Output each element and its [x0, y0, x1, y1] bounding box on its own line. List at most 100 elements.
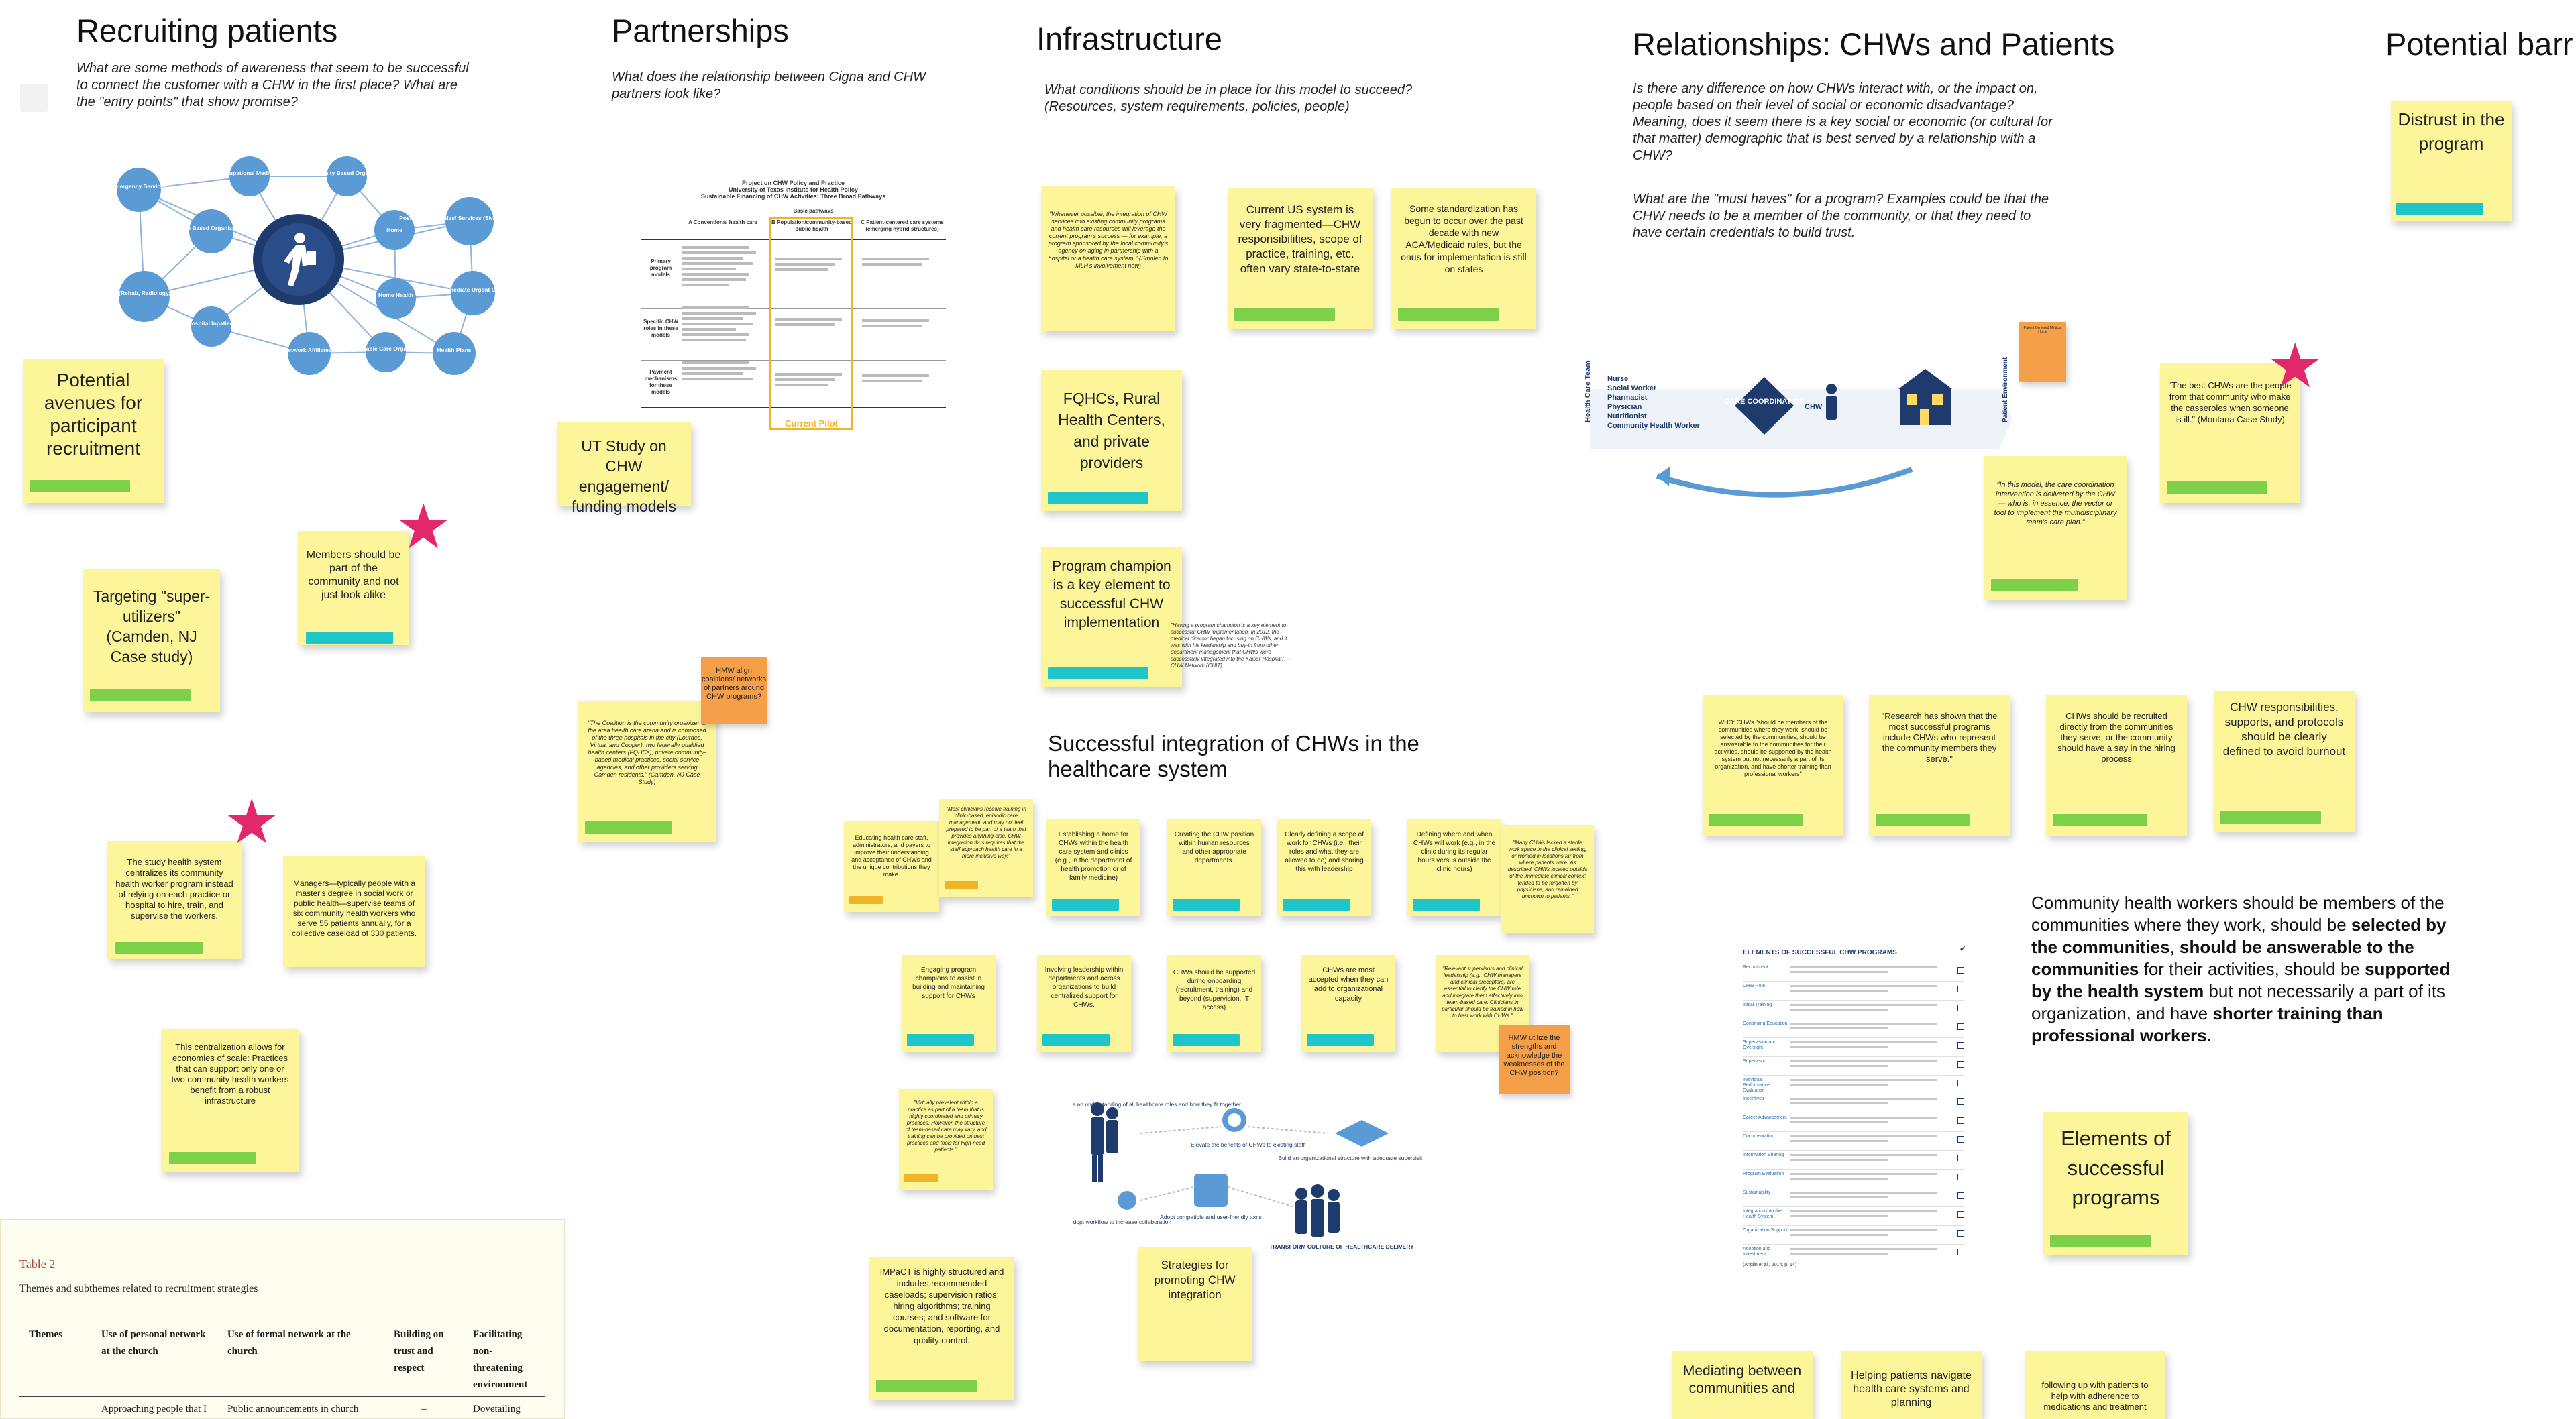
tag [2220, 811, 2321, 824]
sticky-note[interactable]: CHWs should be supported during onboardi… [1167, 955, 1261, 1052]
role-label: Social Worker [1607, 384, 1657, 392]
center-label: CARE COORDINATION [1724, 398, 1805, 406]
checkbox[interactable] [1957, 1042, 1964, 1049]
sticky-note[interactable]: IMPaCT is highly structured and includes… [869, 1257, 1014, 1400]
sticky-note[interactable]: Defining where and when CHWs will work (… [1407, 819, 1501, 916]
checkbox[interactable] [1957, 1211, 1964, 1218]
sticky-note[interactable]: CHWs are most accepted when they can add… [1301, 955, 1395, 1052]
checklist-item-label: CHW Role [1743, 984, 1766, 988]
checklist-row: Career Advancement [1743, 1113, 1964, 1132]
sticky-note[interactable]: Educating health care staff, administrat… [844, 821, 939, 912]
tag [1048, 492, 1148, 504]
section-heading-relationships: Relationships: CHWs and Patients [1633, 26, 2115, 62]
doc-col: A Conventional health care [688, 219, 757, 225]
sticky-note[interactable]: "Most clinicians receive training in cli… [939, 799, 1033, 897]
sticky-note[interactable]: UT Study on CHW engagement/ funding mode… [557, 422, 691, 515]
sticky-note[interactable]: Members should be part of the community … [298, 531, 409, 645]
sticky-note[interactable]: CHWs should be recruited directly from t… [2046, 695, 2187, 836]
sticky-note[interactable]: Involving leadership within departments … [1037, 955, 1131, 1052]
sticky-note[interactable]: Potential avenues for participant recrui… [23, 359, 164, 503]
sticky-note[interactable]: "Whenever possible, the integration of C… [1041, 186, 1175, 331]
question-relationships-2: What are the "must haves" for a program?… [1633, 192, 2049, 240]
tag [2396, 203, 2483, 215]
checkbox[interactable] [1957, 1023, 1964, 1030]
sticky-note[interactable]: "The best CHWs are the people from that … [2160, 363, 2300, 503]
hmw-note[interactable]: HMW align coalitions/ networks of partne… [701, 657, 767, 724]
sticky-note[interactable]: FQHCs, Rural Health Centers, and private… [1041, 370, 1182, 511]
sticky-note[interactable]: "In this model, the care coordination in… [1984, 456, 2127, 600]
sticky-note[interactable]: Current US system is very fragmented—CHW… [1228, 188, 1373, 329]
sticky-note[interactable]: The study health system centralizes its … [107, 841, 241, 959]
checklist-item-label: Supervision and Oversight [1743, 1040, 1777, 1050]
checklist-item-text [1790, 1151, 1953, 1161]
checkbox[interactable] [1957, 1061, 1964, 1068]
sticky-note[interactable]: "Virtually prevalent within a practice a… [899, 1089, 993, 1190]
checkbox[interactable] [1957, 1098, 1964, 1105]
tag [1398, 308, 1499, 321]
question-recruiting: What are some methods of awareness that … [76, 61, 469, 109]
table-cell: – [421, 1404, 427, 1414]
tag [1052, 899, 1119, 911]
person-icon [1826, 384, 1837, 420]
checklist-item-label: Sustainability [1743, 1190, 1771, 1195]
section-heading-partnerships: Partnerships [612, 13, 789, 48]
sticky-note[interactable]: Mediating between communities and [1672, 1351, 1813, 1419]
sticky-note[interactable]: Clearly defining a scope of work for CHW… [1277, 819, 1371, 916]
node-label: Health Plans [437, 347, 471, 353]
sticky-note[interactable]: Helping patients navigate health care sy… [1841, 1351, 1982, 1419]
tag [306, 632, 393, 644]
checkbox[interactable] [1957, 1117, 1964, 1124]
sticky-note[interactable]: "The Coalition is the community organize… [578, 701, 716, 842]
sticky-note[interactable]: Strategies for promoting CHW integration [1138, 1247, 1252, 1361]
small-orange-note[interactable]: Patient Centered Medical Home [2019, 322, 2066, 382]
sticky-note[interactable]: This centralization allows for economies… [161, 1029, 299, 1172]
check-icon: ✓ [1959, 946, 1968, 954]
sticky-note[interactable]: Program champion is a key element to suc… [1041, 547, 1182, 687]
table-title: Themes and subthemes related to recruitm… [19, 1283, 258, 1294]
checkbox[interactable] [1957, 1080, 1964, 1086]
table-cell: Dovetailing existing meetings or random [473, 1404, 521, 1414]
pilot-highlight-box [769, 217, 853, 430]
checklist-item-text [1790, 1038, 1953, 1048]
checkbox[interactable] [1957, 967, 1964, 974]
sticky-note[interactable]: CHW responsibilities, supports, and prot… [2214, 691, 2355, 832]
sticky-note[interactable]: following up with patients to help with … [2025, 1351, 2165, 1419]
sticky-note[interactable]: Establishing a home for CHWs within the … [1046, 819, 1140, 916]
tag [1709, 814, 1803, 826]
checkbox[interactable] [1957, 1249, 1964, 1255]
checklist-row: Supervision and Oversight [1743, 1038, 1964, 1057]
elements-checklist-document[interactable]: ELEMENTS OF SUCCESSFUL CHW PROGRAMS ✓ Re… [1732, 946, 1971, 1273]
sticky-note[interactable]: Targeting "super-utilizers" (Camden, NJ … [83, 569, 220, 712]
checkbox[interactable] [1957, 1155, 1964, 1161]
checkbox[interactable] [1957, 1136, 1964, 1143]
checkbox[interactable] [1957, 1192, 1964, 1199]
star-icon: ★ [396, 493, 451, 561]
sticky-note[interactable]: Managers—typically people with a master'… [283, 856, 425, 967]
checklist-item-text [1790, 963, 1953, 973]
tag [1876, 814, 1970, 826]
pilot-pathways-document[interactable]: Project on CHW Policy and Practice Unive… [641, 178, 946, 436]
star-icon: ★ [2267, 332, 2323, 400]
sticky-note[interactable]: "Many CHWs lacked a stable work space in… [1501, 825, 1594, 933]
checklist-item-text [1790, 1001, 1953, 1011]
sticky-note[interactable]: Some standardization has begun to occur … [1391, 188, 1536, 329]
sticky-note[interactable]: Creating the CHW position within human r… [1167, 819, 1261, 916]
checklist-item-text [1790, 1076, 1953, 1086]
checklist-row: Integration into the Health System [1743, 1207, 1964, 1226]
checkbox[interactable] [1957, 986, 1964, 992]
node-label: Immediate Urgent Care [441, 286, 504, 293]
checkbox[interactable] [1957, 1005, 1964, 1011]
sticky-note[interactable]: Elements of successful programs [2043, 1112, 2188, 1255]
who-definition-paragraph: Community health workers should be membe… [2031, 893, 2451, 1045]
tag [876, 1380, 977, 1392]
sticky-note[interactable]: "Research has shown that the most succes… [1869, 695, 2010, 836]
checkbox[interactable] [1957, 1174, 1964, 1180]
checklist-item-text [1790, 1019, 1953, 1029]
checklist-row: Incentives [1743, 1094, 1964, 1113]
sticky-note[interactable]: WHO: CHWs "should be members of the comm… [1703, 695, 1843, 836]
placeholder-card[interactable] [20, 84, 48, 112]
checkbox[interactable] [1957, 1230, 1964, 1237]
sticky-note[interactable]: Engaging program champions to assist in … [902, 955, 996, 1052]
hmw-note[interactable]: HMW utilize the strengths and acknowledg… [1499, 1025, 1570, 1094]
sticky-note[interactable]: Distrust in the program [2391, 101, 2512, 221]
